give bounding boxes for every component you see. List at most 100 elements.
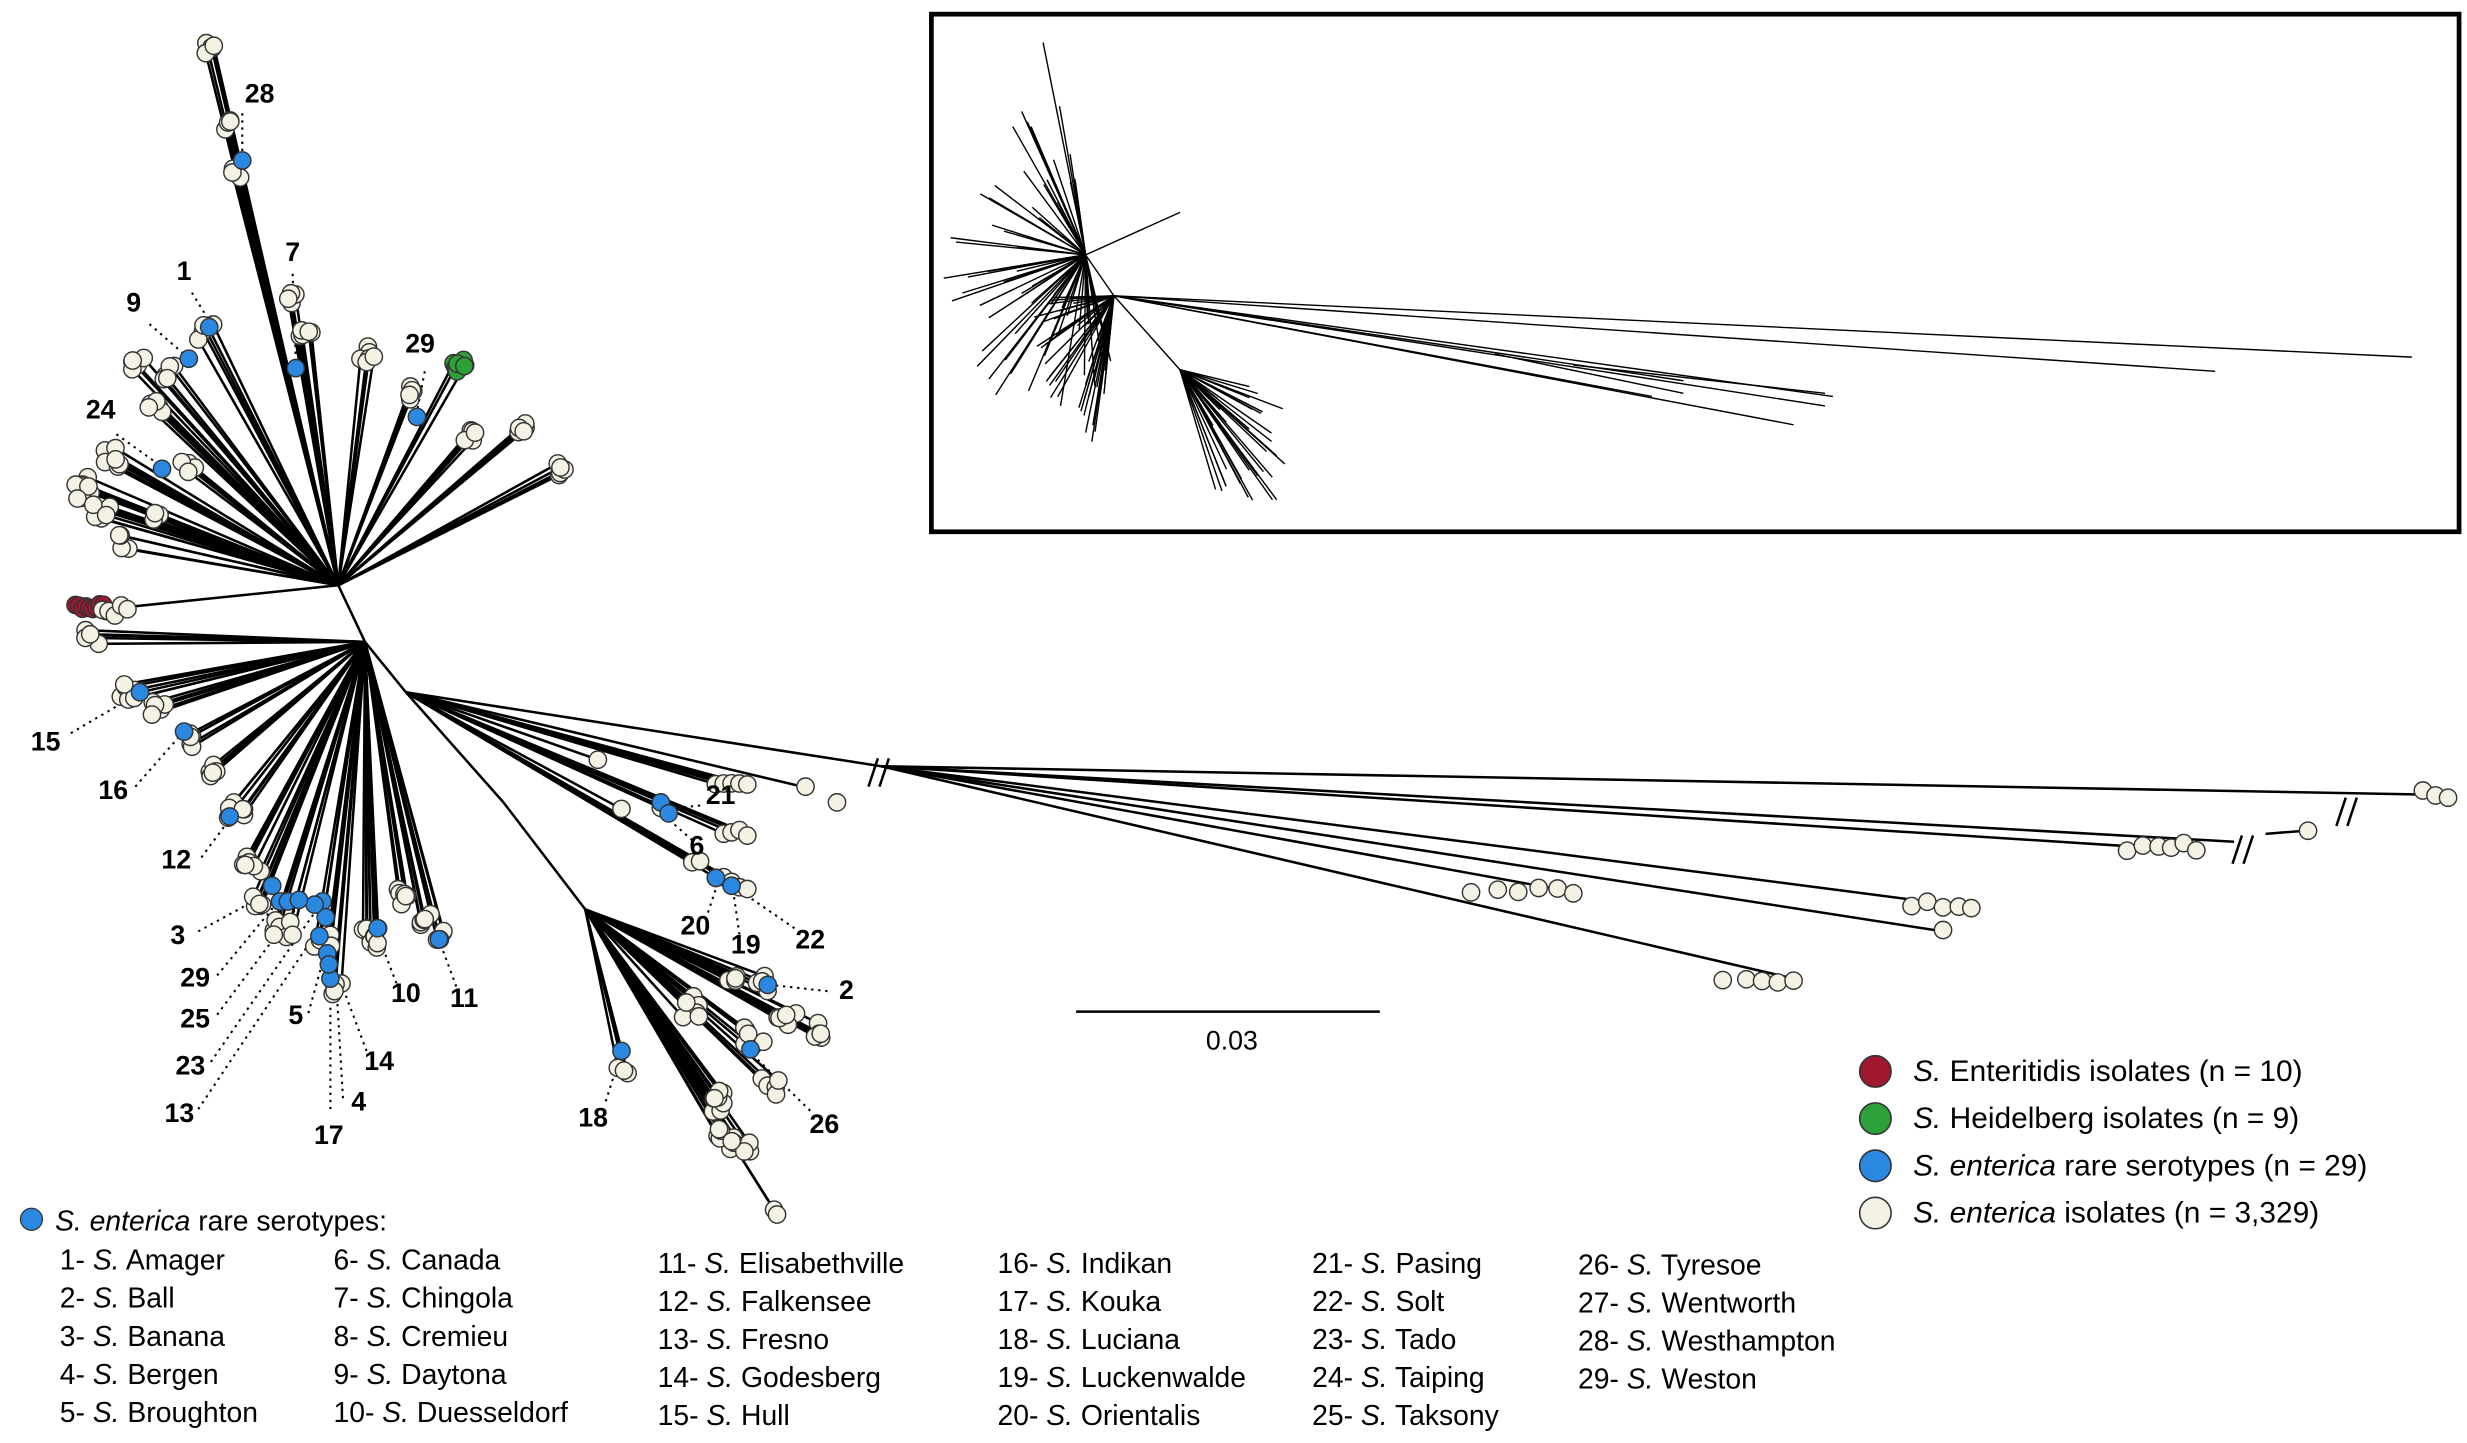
isolate-dot xyxy=(455,356,474,376)
inset-branch xyxy=(1113,295,1181,371)
isolate-dot xyxy=(250,894,269,914)
inset-branch xyxy=(1085,211,1181,256)
inset-branch xyxy=(1021,111,1087,256)
isolate-dot xyxy=(1563,883,1583,903)
tree-branch xyxy=(168,365,340,587)
tree-branch xyxy=(880,764,2132,848)
serotype-entry: 22- S. Solt xyxy=(1312,1285,1444,1317)
serotype-entry: 6- S. Canada xyxy=(334,1244,501,1276)
leader-line xyxy=(200,820,229,859)
serotype-entry: 19- S. Luckenwalde xyxy=(997,1361,1246,1393)
isolate-dot xyxy=(676,993,696,1012)
isolate-dot xyxy=(690,851,710,871)
isolate-dot xyxy=(178,462,198,482)
isolate-dot xyxy=(364,347,384,366)
tree-branch xyxy=(231,172,340,586)
serotype-entry: 14- S. Godesberg xyxy=(658,1361,881,1393)
legend-entry-enteritidis: S. Enteritidis isolates (n = 10) xyxy=(1858,1055,2303,1088)
tree-branch xyxy=(154,511,339,587)
break-mark xyxy=(867,757,880,788)
isolate-dot xyxy=(465,423,485,442)
inset-branch xyxy=(1084,254,1115,297)
tree-branch xyxy=(272,641,367,936)
serotype-entry: 3- S. Banana xyxy=(60,1320,225,1352)
isolate-dot xyxy=(123,351,143,370)
isolate-dot xyxy=(1548,879,1567,898)
tree-branch xyxy=(584,908,779,1216)
isolate-dot xyxy=(689,1007,709,1026)
serotype-number-label: 22 xyxy=(795,925,825,955)
isolate-dot xyxy=(2117,841,2137,861)
tree-branch xyxy=(405,691,599,761)
isolate-dot xyxy=(709,1119,729,1139)
inset-branch xyxy=(1113,295,1833,398)
serotype-entry: 2- S. Ball xyxy=(60,1282,175,1314)
isolate-dot xyxy=(79,477,98,496)
isolate-dot xyxy=(737,775,757,794)
isolate-dot xyxy=(310,926,329,946)
isolate-dot xyxy=(1461,882,1481,902)
serotype-number-label: 11 xyxy=(450,983,478,1013)
isolate-dot xyxy=(145,503,165,523)
isolate-dot xyxy=(139,398,159,417)
serotype-number-label: 17 xyxy=(314,1120,344,1150)
break-mark xyxy=(2231,835,2244,865)
isolate-dot xyxy=(83,495,103,515)
inset-branch xyxy=(1084,295,1115,327)
tree-branch xyxy=(189,640,366,738)
isolate-dot xyxy=(429,929,449,949)
serotype-entry: 8- S. Cremieu xyxy=(334,1320,509,1352)
inset-branch xyxy=(1179,369,1272,434)
leader-line xyxy=(342,987,368,1052)
branch-break-marks xyxy=(867,757,2358,865)
tree-branch xyxy=(337,366,457,586)
inset-overview-tree xyxy=(929,11,2462,535)
tree-branch xyxy=(114,458,339,587)
leader-line xyxy=(770,983,828,993)
inset-branch xyxy=(1179,369,1258,395)
legend-label: S. Heidelberg isolates (n = 9) xyxy=(1913,1102,2299,1135)
isolate-dot xyxy=(106,449,125,469)
break-mark xyxy=(2335,797,2347,827)
tree-branch xyxy=(881,764,2423,796)
isolate-dot xyxy=(109,525,129,545)
serotype-entry: 5- S. Broughton xyxy=(60,1396,258,1428)
serotype-entry: 10- S. Duesseldorf xyxy=(334,1396,569,1428)
tree-branch xyxy=(405,691,748,837)
isolate-dot xyxy=(2186,840,2206,860)
serotype-number-label: 7 xyxy=(285,237,300,267)
inset-branch xyxy=(1052,295,1114,299)
legend-label: S. enterica rare serotypes (n = 29) xyxy=(1913,1149,2367,1182)
leader-line xyxy=(70,694,136,735)
isolate-dot xyxy=(768,1071,788,1090)
inset-branch xyxy=(1573,364,1826,395)
serotype-number-label: 20 xyxy=(681,911,711,941)
inset-branch xyxy=(1010,254,1087,375)
tree-branch xyxy=(123,640,366,686)
tree-branch xyxy=(363,641,379,944)
isolate-dot xyxy=(368,918,387,938)
serotype-entry: 23- S. Tado xyxy=(1312,1323,1456,1355)
inset-branch xyxy=(988,197,1086,256)
isolate-dot xyxy=(1752,971,1772,991)
isolate-dot xyxy=(157,368,177,388)
isolate-dot xyxy=(811,1024,831,1044)
break-mark xyxy=(2242,835,2255,865)
inset-branch xyxy=(1042,42,1087,256)
isolate-dot xyxy=(152,459,172,479)
tree-branch xyxy=(405,691,882,768)
inset-branch xyxy=(1083,295,1115,338)
inset-branch xyxy=(955,241,1086,256)
isolate-dot xyxy=(305,895,325,915)
tree-branch xyxy=(337,430,525,587)
inset-branch xyxy=(1031,254,1086,287)
inset-branch xyxy=(1052,159,1087,256)
tree-branch xyxy=(2265,829,2305,836)
legend-entry-rare: S. enterica rare serotypes (n = 29) xyxy=(1858,1149,2367,1183)
tree-branch xyxy=(405,691,748,786)
tree-branch xyxy=(307,331,340,586)
legend-label: S. enterica isolates (n = 3,329) xyxy=(1913,1196,2319,1229)
leader-line xyxy=(115,433,162,467)
leader-line xyxy=(134,734,182,788)
